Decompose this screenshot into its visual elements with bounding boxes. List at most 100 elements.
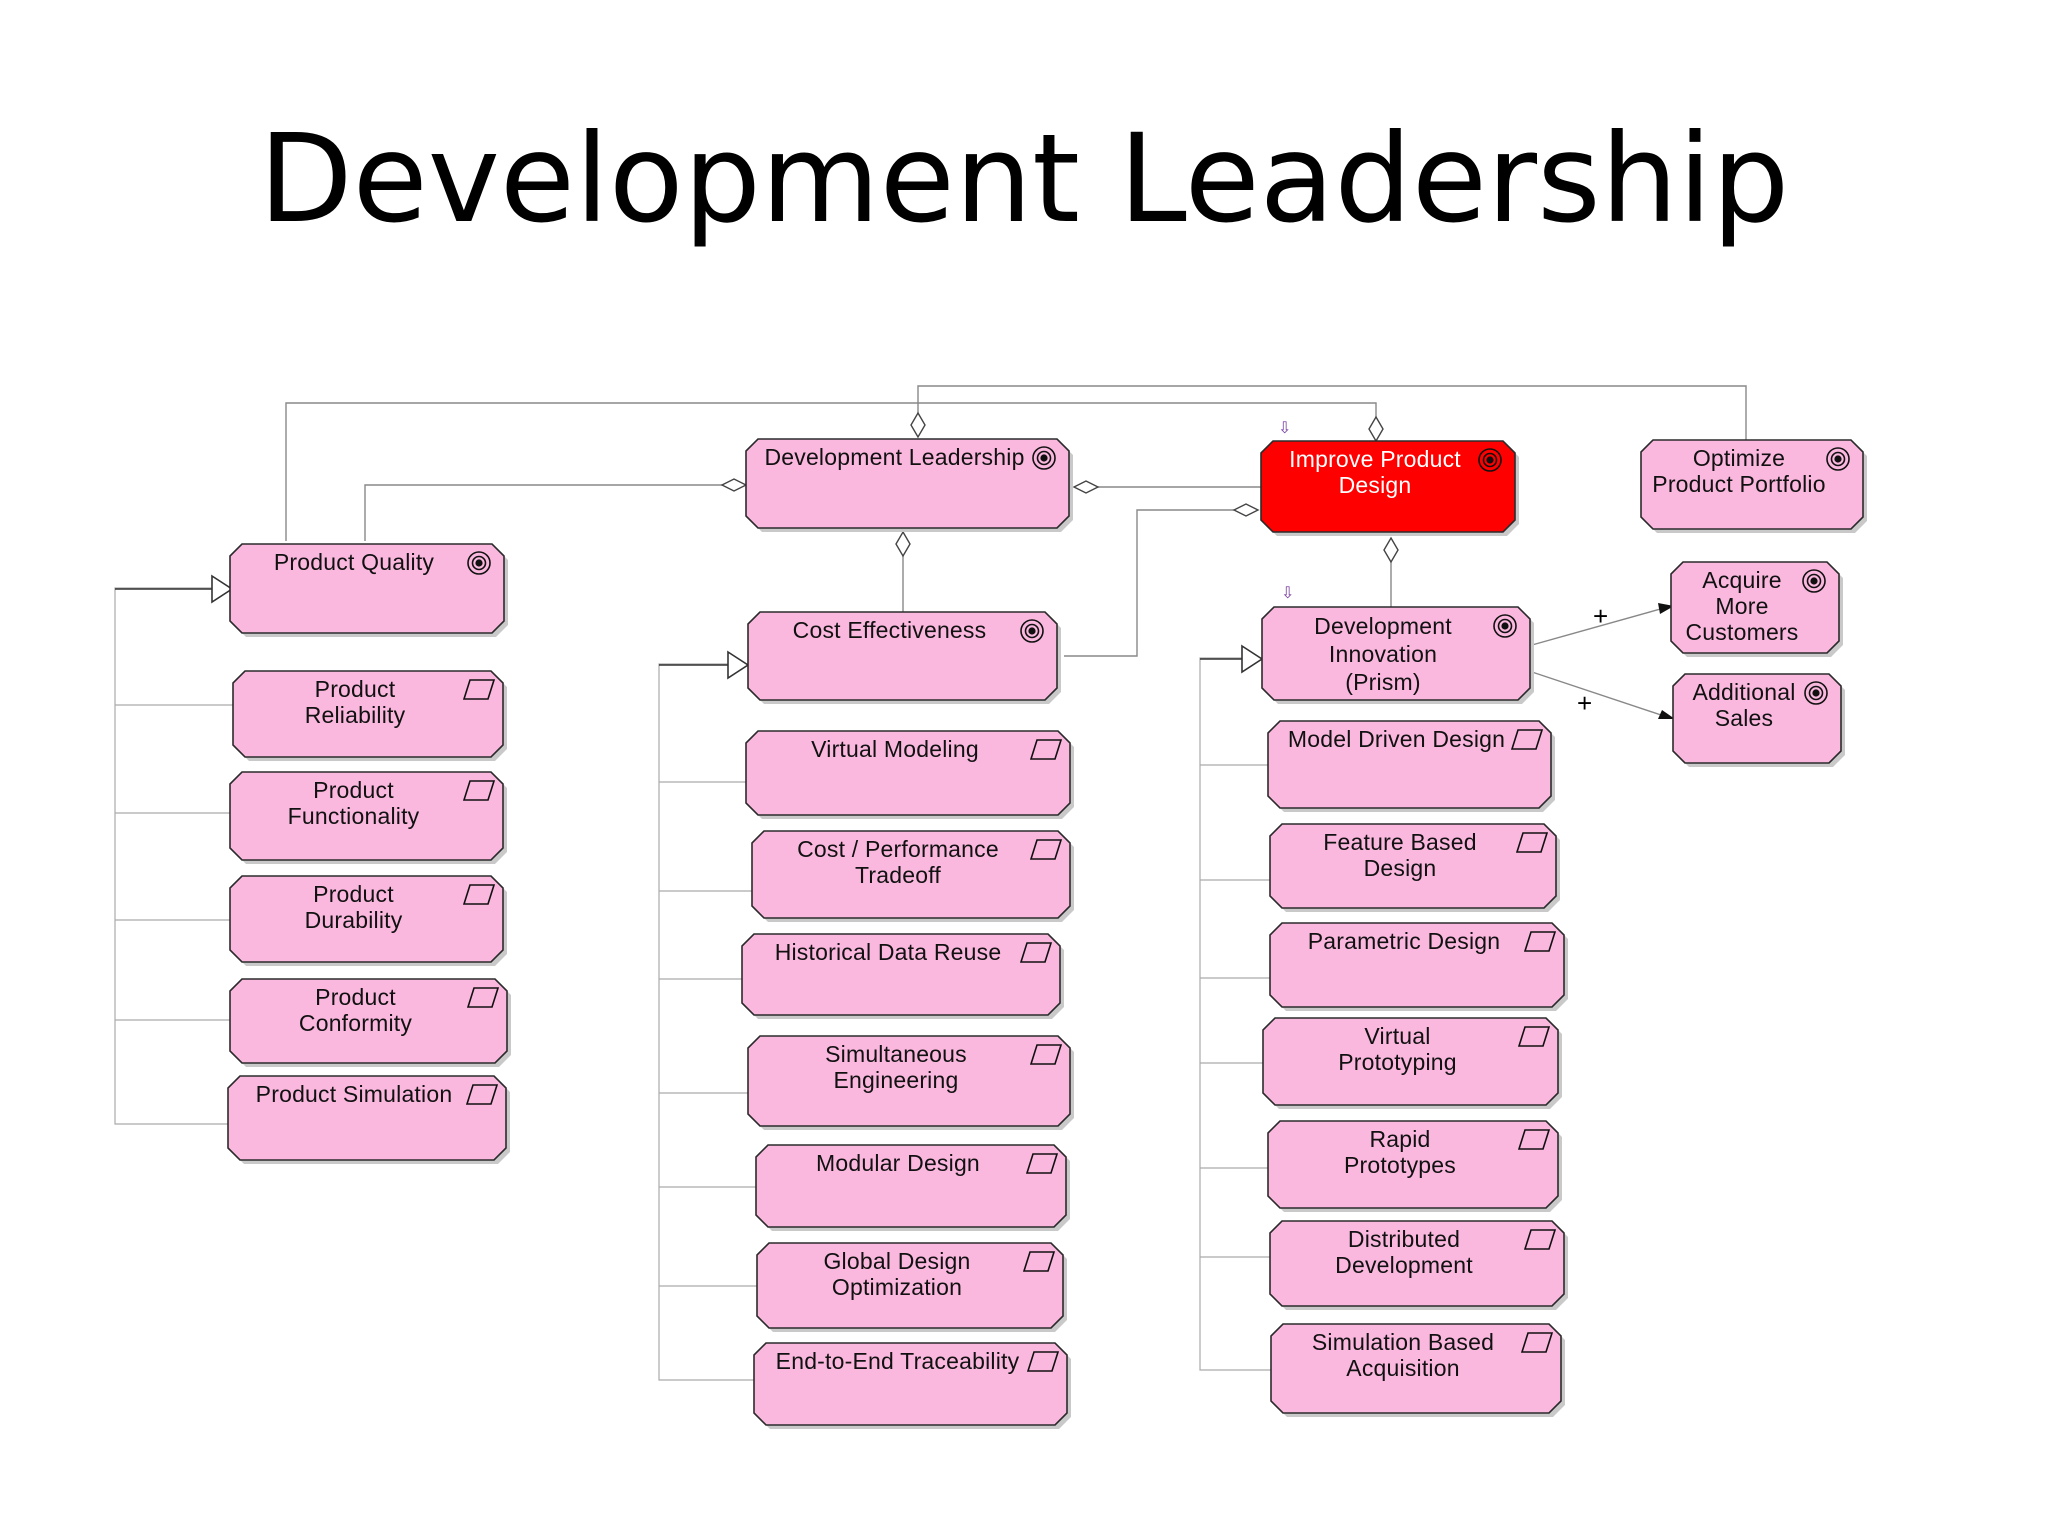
tree-line (658, 663, 754, 1381)
parallelogram-icon (463, 882, 496, 912)
node-shape (1267, 720, 1555, 812)
generalization-triangle (211, 574, 234, 604)
node-label: Model Driven Design (1287, 726, 1506, 752)
node-modular-design[interactable]: Modular Design (755, 1144, 1070, 1231)
aggregation-diamond (1383, 536, 1399, 564)
parallelogram-icon (1030, 1042, 1063, 1072)
node-shape (1260, 440, 1519, 536)
down-arrow-marker: ⇩ (1281, 585, 1295, 602)
arrow-head (1658, 710, 1675, 719)
aggregation-diamond (1232, 503, 1260, 517)
node-shape (227, 1075, 510, 1164)
node-shape (747, 1035, 1074, 1130)
parallelogram-icon (1020, 940, 1053, 970)
node-shape (751, 830, 1074, 922)
node-shape (232, 670, 507, 761)
node-shape (756, 1242, 1067, 1332)
node-shape (1269, 823, 1560, 912)
node-traceability[interactable]: End-to-End Traceability (753, 1342, 1071, 1429)
node-label: Historical Data Reuse (774, 939, 1002, 965)
positive-influence-sign: + (1593, 601, 1609, 631)
node-label: Development Leadership (764, 444, 1025, 470)
parallelogram-icon (1524, 929, 1557, 959)
goal-target-icon (1029, 445, 1059, 475)
node-shape (1269, 922, 1568, 1011)
parallelogram-icon (463, 778, 496, 808)
parallelogram-icon (466, 1082, 499, 1112)
parallelogram-icon (1511, 727, 1544, 757)
node-dev-leadership[interactable]: Development Leadership (745, 438, 1073, 532)
parallelogram-icon (1023, 1249, 1056, 1279)
positive-influence-sign: + (1577, 688, 1593, 718)
parallelogram-icon (1026, 1151, 1059, 1181)
parallelogram-icon (463, 677, 496, 707)
node-shape (755, 1144, 1070, 1231)
connector-line (285, 402, 1377, 541)
node-shape (229, 543, 508, 637)
goal-target-icon (1475, 447, 1505, 477)
node-shape (745, 438, 1073, 532)
node-shape (1672, 673, 1845, 767)
node-product-quality[interactable]: Product Quality (229, 543, 508, 637)
node-shape (753, 1342, 1071, 1429)
node-model-driven[interactable]: Model Driven Design (1267, 720, 1555, 812)
page-title: Development Leadership (258, 108, 1790, 250)
node-shape (229, 875, 507, 966)
node-parametric[interactable]: Parametric Design (1269, 922, 1568, 1011)
tree-line (1199, 657, 1271, 1371)
node-label: Cost Effectiveness (792, 617, 987, 643)
generalization-triangle (1241, 644, 1264, 674)
aggregation-diamond (895, 530, 911, 558)
node-label: Modular Design (816, 1150, 980, 1176)
connector-line (1531, 607, 1665, 646)
goal-target-icon (1801, 680, 1831, 710)
parallelogram-icon (1030, 737, 1063, 767)
aggregation-diamond (720, 478, 748, 492)
node-product-simulation[interactable]: Product Simulation (227, 1075, 510, 1164)
node-label: End-to-End Traceability (775, 1348, 1020, 1374)
goal-target-icon (464, 550, 494, 580)
node-shape (229, 978, 511, 1067)
node-shape (1269, 1220, 1568, 1310)
generalization-triangle (727, 650, 750, 680)
node-virtual-modeling[interactable]: Virtual Modeling (745, 730, 1074, 819)
node-historical-reuse[interactable]: Historical Data Reuse (741, 933, 1064, 1019)
node-label: Virtual Modeling (811, 736, 979, 762)
node-cost-effectiveness[interactable]: Cost Effectiveness (747, 611, 1061, 704)
aggregation-diamond (1072, 480, 1100, 494)
parallelogram-icon (1027, 1349, 1060, 1379)
connector-line (1531, 671, 1665, 717)
aggregation-diamond (910, 411, 926, 439)
node-shape (1262, 1017, 1562, 1109)
goal-target-icon (1799, 568, 1829, 598)
